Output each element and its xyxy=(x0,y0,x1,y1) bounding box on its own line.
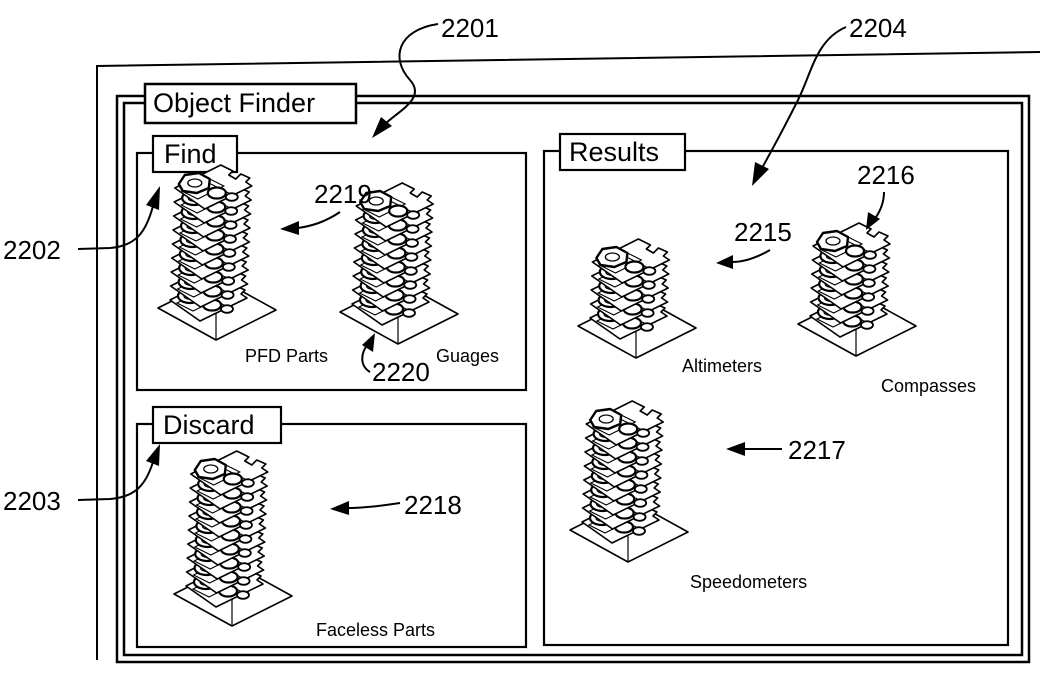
object-stacks xyxy=(157,163,917,627)
caption-guages: Guages xyxy=(436,346,499,366)
stack-compasses[interactable] xyxy=(797,221,917,357)
caption-altimeters: Altimeters xyxy=(682,356,762,376)
ref-2218: 2218 xyxy=(404,490,462,520)
object-finder-window: Object Finder xyxy=(115,82,1031,664)
outer-frame xyxy=(96,51,1040,660)
stack-top-gauge-icon xyxy=(177,171,212,195)
reference-annotations: 2201 2204 2202 2203 2219 2220 2215 2216 … xyxy=(3,13,915,520)
stack-faceless-parts[interactable] xyxy=(173,449,293,627)
results-panel-title-box xyxy=(558,132,687,172)
leader-2204 xyxy=(761,26,847,169)
ref-2220: 2220 xyxy=(372,357,430,387)
ref-2202: 2202 xyxy=(3,235,61,265)
stack-top-gauge-icon xyxy=(815,229,850,253)
results-panel-title: Results xyxy=(569,137,659,167)
stack-pfd-parts[interactable] xyxy=(157,163,277,341)
arrowhead-2215 xyxy=(716,255,733,269)
arrowhead-2202 xyxy=(146,186,160,210)
leader-2216 xyxy=(873,191,885,221)
ref-2203: 2203 xyxy=(3,486,61,516)
discard-panel: Discard xyxy=(135,405,528,649)
ref-2204: 2204 xyxy=(849,13,907,43)
stack-top-gauge-icon xyxy=(595,245,629,269)
ref-2201: 2201 xyxy=(441,13,499,43)
stack-speedometers[interactable] xyxy=(569,399,689,563)
stack-altimeters[interactable] xyxy=(577,237,697,359)
find-panel: Find xyxy=(135,134,528,392)
leader-2219 xyxy=(297,211,341,229)
arrowhead-2219 xyxy=(280,221,299,235)
arrowhead-2204 xyxy=(752,162,769,186)
arrowhead-2217 xyxy=(726,442,745,456)
arrowhead-2216 xyxy=(866,212,880,230)
stack-top-gauge-icon xyxy=(589,407,623,431)
discard-panel-title-box xyxy=(151,405,283,445)
leader-2201 xyxy=(384,23,439,125)
ref-2216: 2216 xyxy=(857,160,915,190)
leader-2215 xyxy=(731,249,771,263)
leader-2218 xyxy=(347,502,401,509)
caption-pfd-parts: PFD Parts xyxy=(245,346,328,366)
stack-top-gauge-icon xyxy=(193,457,228,481)
arrowhead-2220 xyxy=(362,333,375,352)
find-panel-title: Find xyxy=(164,139,217,169)
results-panel: Results xyxy=(542,132,1010,647)
window-title: Object Finder xyxy=(153,88,315,118)
arrowhead-2201 xyxy=(372,117,392,138)
stack-captions: PFD Parts Guages Faceless Parts Altimete… xyxy=(245,346,976,640)
caption-speedometers: Speedometers xyxy=(690,572,807,592)
arrowhead-2218 xyxy=(330,501,349,515)
window-title-box xyxy=(143,82,358,125)
caption-compasses: Compasses xyxy=(881,376,976,396)
caption-faceless-parts: Faceless Parts xyxy=(316,620,435,640)
ref-2219: 2219 xyxy=(314,179,372,209)
discard-panel-title: Discard xyxy=(163,410,255,440)
arrowhead-2203 xyxy=(146,444,160,466)
leader-2203 xyxy=(77,461,154,501)
ref-2215: 2215 xyxy=(734,217,792,247)
leader-2202 xyxy=(77,205,154,250)
ref-2217: 2217 xyxy=(788,435,846,465)
